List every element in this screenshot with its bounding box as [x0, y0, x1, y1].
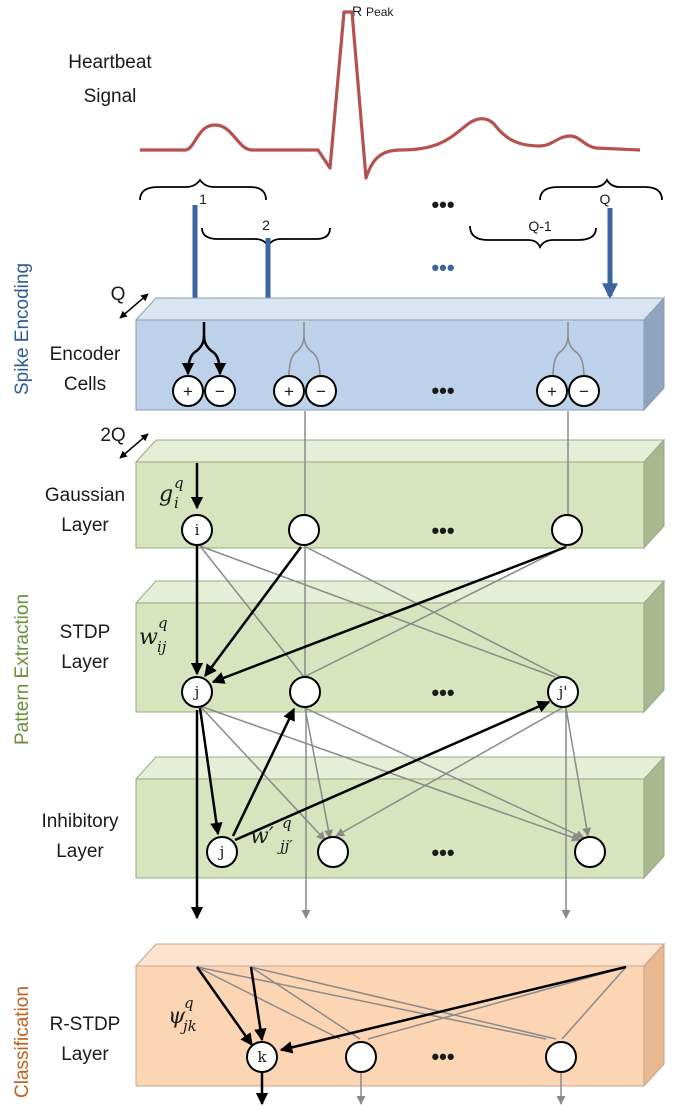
stdp-node-jprime-label: j': [557, 683, 568, 701]
black-connections: [190, 463, 627, 1106]
weight-stdp-sub: ij: [157, 638, 167, 656]
section-label-spike-encoding: Spike Encoding: [12, 263, 33, 395]
heartbeat-title: Heartbeat Signal: [68, 52, 152, 107]
weight-stdp-main: w: [139, 625, 158, 650]
rstdp-title-line1: R-STDP: [50, 1014, 121, 1035]
inhibitory-ellipsis: •••: [431, 840, 454, 865]
inhibitory-node-n: [574, 836, 606, 868]
encoder-title-line1: Encoder: [50, 344, 121, 365]
section-label-pattern-extraction: Pattern Extraction: [12, 594, 33, 745]
encoder-split-gray-q: [552, 322, 585, 379]
arrow-ellipsis: •••: [431, 255, 454, 280]
rstdp-node-n: [545, 1041, 577, 1073]
gaussian-node-2: [288, 514, 320, 546]
ecg-waveform: [140, 10, 641, 180]
window-label-1: 1: [199, 191, 207, 207]
stdp-node-jprime: j': [547, 676, 579, 708]
encoder-cell-pair-2: + −: [273, 375, 337, 407]
inhibitory-title-line1: Inhibitory: [41, 811, 119, 832]
stdp-node-2: [289, 676, 321, 708]
stdp-ellipsis: •••: [431, 680, 454, 705]
weight-rstdp-sup: q: [184, 994, 194, 1012]
encoder-cell-pair-1: + −: [172, 375, 236, 407]
gaussian-title-line2: Layer: [61, 515, 109, 536]
gaussian-ellipsis: •••: [431, 518, 454, 543]
encoder-split-gray-1: [288, 322, 321, 379]
encoder-plus-2: +: [284, 382, 294, 401]
rstdp-node-2: [345, 1041, 377, 1073]
encoder-split-black: [181, 322, 227, 376]
weight-gaussian-sub: i: [174, 494, 179, 512]
gaussian-depth-indicator: 2Q: [100, 425, 149, 459]
gaussian-node-i: i: [181, 514, 213, 546]
rstdp-layer-box: [134, 942, 666, 1088]
weight-label-inhibitory: w′ q jj′: [250, 814, 293, 855]
weight-gaussian-main: g: [159, 482, 173, 507]
inhibitory-node-j-label: j: [218, 843, 225, 861]
rstdp-node-k-label: k: [257, 1048, 267, 1066]
encoder-depth-indicator: Q: [111, 284, 149, 319]
weight-rstdp-sub: jk: [180, 1017, 197, 1035]
encoder-cell-pair-q: + −: [536, 375, 600, 407]
gaussian-depth-label: 2Q: [100, 425, 125, 446]
weight-inhibitory-sup: q: [282, 814, 292, 832]
encoder-minus-1: −: [215, 382, 225, 401]
window-ellipsis: •••: [431, 192, 454, 217]
encoder-ellipsis: •••: [431, 378, 454, 403]
gaussian-title-line1: Gaussian: [45, 485, 125, 506]
weight-rstdp-main: ψ: [168, 1004, 186, 1029]
rstdp-node-k: k: [246, 1041, 278, 1073]
window-brace-1: [139, 178, 267, 201]
weight-stdp-sup: q: [158, 614, 168, 632]
encoder-plus-1: +: [183, 382, 193, 401]
section-label-classification: Classification: [12, 986, 33, 1098]
encoder-depth-label: Q: [111, 284, 126, 305]
stdp-layer-box: [134, 579, 666, 714]
gray-connections: [196, 411, 627, 1105]
heartbeat-title-line2: Signal: [84, 86, 137, 107]
stdp-title-line2: Layer: [61, 652, 109, 673]
encoder-title-line2: Cells: [64, 374, 106, 395]
stdp-node-j-label: j: [193, 683, 200, 701]
window-label-q-1: Q-1: [528, 218, 552, 234]
heartbeat-title-line1: Heartbeat: [68, 52, 152, 73]
encoder-minus-q: −: [579, 382, 589, 401]
weight-label-rstdp: ψ q jk: [168, 994, 197, 1035]
encoder-plus-q: +: [547, 382, 557, 401]
weight-inhibitory-main: w′: [250, 824, 274, 849]
window-brace-q: [539, 178, 663, 201]
stdp-node-j: j: [181, 676, 213, 708]
encoder-minus-2: −: [316, 382, 326, 401]
weight-gaussian-sup: q: [174, 474, 184, 492]
gaussian-node-n: [551, 514, 583, 546]
stdp-title-line1: STDP: [60, 622, 111, 643]
gaussian-layer-box: [134, 438, 666, 550]
weight-label-stdp: w q ij: [139, 614, 168, 656]
rstdp-title-line2: Layer: [61, 1044, 109, 1065]
weight-inhibitory-sub: jj′: [277, 837, 293, 855]
window-label-2: 2: [262, 217, 270, 233]
inhibitory-node-2: [317, 836, 349, 868]
window-label-q: Q: [600, 191, 611, 207]
rstdp-ellipsis: •••: [431, 1044, 454, 1069]
gaussian-node-i-label: i: [195, 521, 200, 539]
inhibitory-node-j: j: [206, 836, 238, 868]
r-peak-label: R Peak: [352, 3, 394, 19]
window-brace-q-1: [469, 225, 597, 250]
weight-label-gaussian: g q i: [159, 474, 184, 512]
inhibitory-title-line2: Layer: [56, 841, 104, 862]
